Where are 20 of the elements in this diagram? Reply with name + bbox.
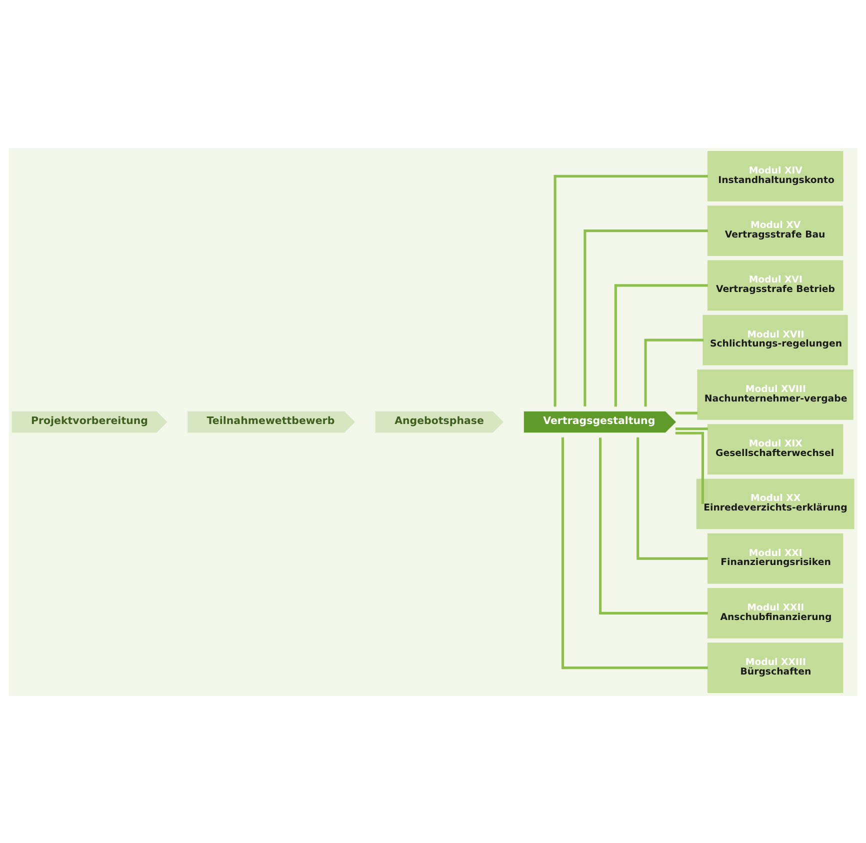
node-box: Modul XV Vertragsstrafe Bau [707, 205, 844, 256]
node-box: Modul XVII Schlichtungs-regelungen [702, 314, 848, 365]
connector [675, 427, 708, 430]
node-box: Modul XIX Gesellschafterwechsel [707, 424, 844, 474]
node-box: Modul XVI Vertragsstrafe Betrieb [707, 260, 844, 310]
node-box: Modul XVIII Nachunternehmer-vergabe [697, 369, 854, 420]
connector [675, 411, 698, 414]
connector [675, 431, 704, 504]
connector [599, 437, 708, 614]
node-box: Modul XXIII Bürgschaften [707, 642, 844, 693]
connector [644, 338, 704, 406]
connector [584, 229, 708, 406]
node-box: Modul XX Einredeverzichts-erklärung [696, 478, 854, 529]
node-box: Modul XIV Instandhaltungskonto [707, 150, 844, 201]
connector [614, 284, 708, 406]
node-box: Modul XXI Finanzierungsrisiken [707, 532, 844, 584]
connector [636, 436, 708, 560]
connector [554, 174, 708, 406]
connector [561, 436, 708, 669]
node-box: Modul XXII Anschubfinanzierung [707, 588, 844, 638]
